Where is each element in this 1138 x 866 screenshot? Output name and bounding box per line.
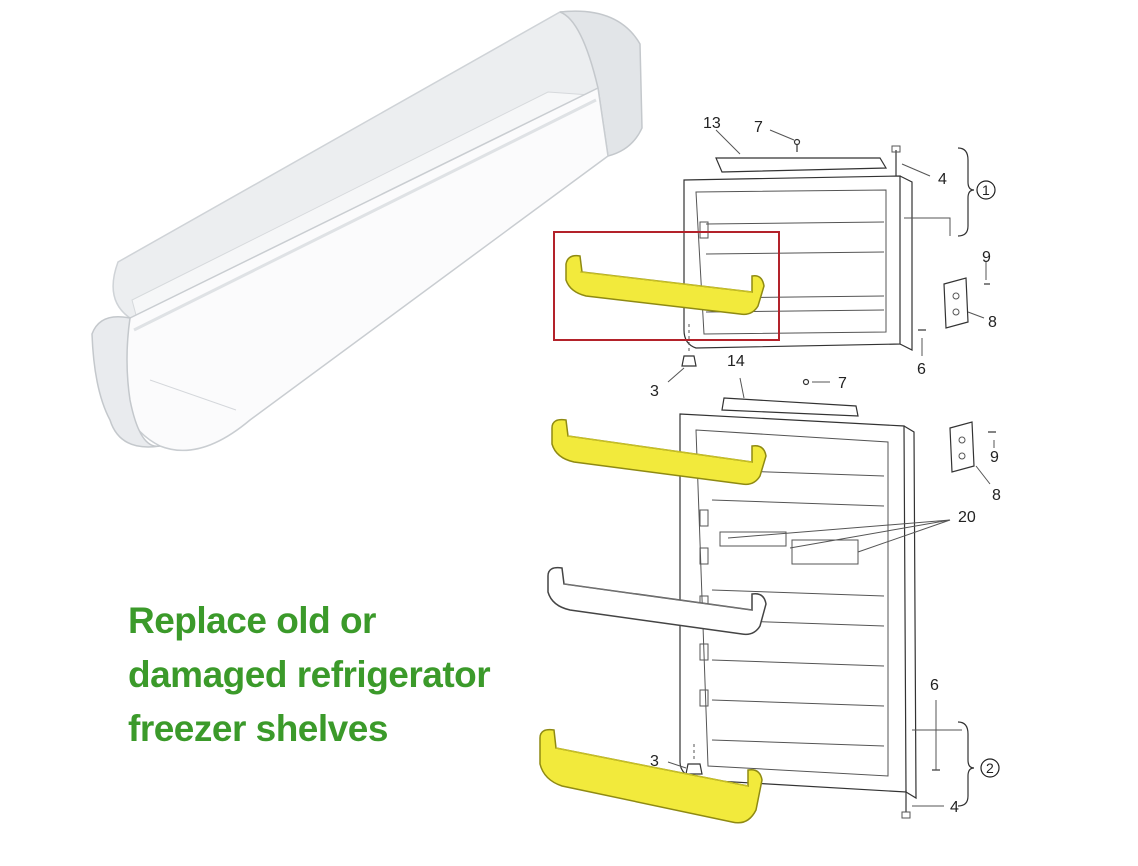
leader-lines xyxy=(667,129,995,807)
callout-4-bottom: 4 xyxy=(950,799,959,816)
callout-13: 13 xyxy=(703,115,721,132)
callout-6-top: 6 xyxy=(917,361,926,378)
callout-8-top: 8 xyxy=(988,314,997,331)
callout-4-top: 4 xyxy=(938,171,947,188)
group-2-circle xyxy=(980,758,1000,778)
group-2-label: 2 xyxy=(986,760,994,776)
tagline-line-1: Replace old or xyxy=(128,600,376,641)
callout-20: 20 xyxy=(958,509,976,526)
group-1-circle xyxy=(976,180,996,200)
product-photo-shelf-bin xyxy=(91,10,643,452)
callout-6-bottom: 6 xyxy=(930,677,939,694)
freezer-door-diagram xyxy=(553,138,990,367)
callout-3-top: 3 xyxy=(650,383,659,400)
callout-9-top: 9 xyxy=(982,249,991,266)
callout-7-mid: 7 xyxy=(838,375,847,392)
callout-labels: 13 7 4 1 9 8 6 3 14 7 9 8 20 6 3 2 4 xyxy=(650,115,1001,816)
group-1-label: 1 xyxy=(982,182,990,198)
callout-14: 14 xyxy=(727,353,745,370)
tagline: Replace old or damaged refrigerator free… xyxy=(128,594,588,756)
fridge-door-diagram xyxy=(539,378,996,824)
callout-3-bottom: 3 xyxy=(650,753,659,770)
callout-7-top: 7 xyxy=(754,119,763,136)
callout-9-mid: 9 xyxy=(990,449,999,466)
tagline-line-2: damaged refrigerator xyxy=(128,654,491,695)
callout-8-mid: 8 xyxy=(992,487,1001,504)
tagline-line-3: freezer shelves xyxy=(128,708,388,749)
